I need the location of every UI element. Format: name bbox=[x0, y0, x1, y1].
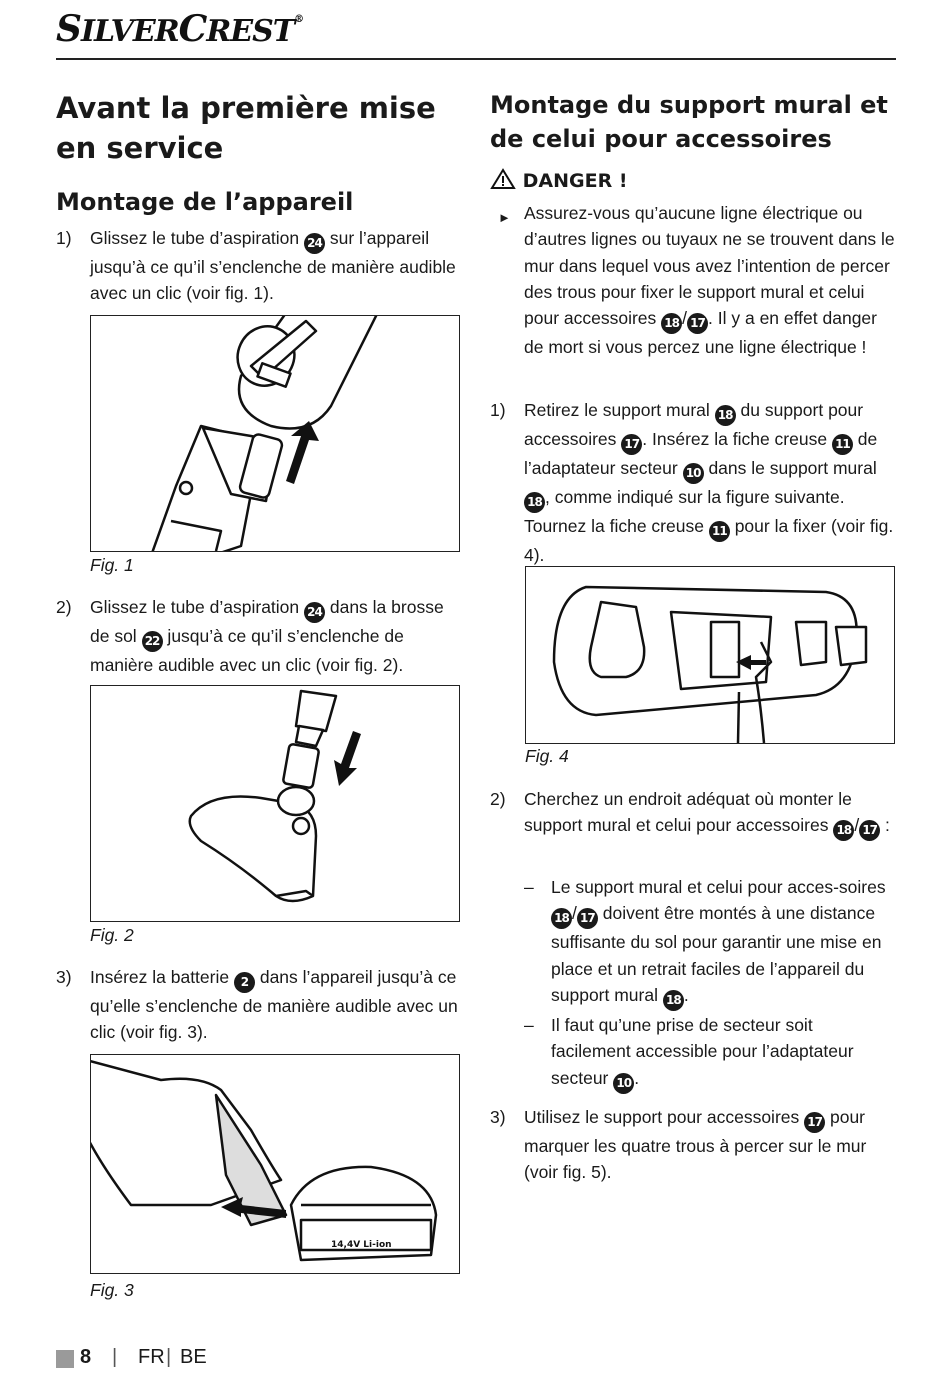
section-title-assembly: Montage de l’appareil bbox=[56, 188, 354, 216]
step-number: 2) bbox=[490, 789, 506, 809]
footer-lang-fr: FR bbox=[138, 1346, 165, 1368]
ref-marker: 2 bbox=[233, 972, 255, 993]
dash-bullet: – bbox=[524, 1015, 534, 1035]
ref-marker: 17 bbox=[687, 313, 709, 335]
sub-item-text: Le support mural et celui pour acces-soi… bbox=[551, 874, 891, 1011]
dash-bullet: – bbox=[524, 877, 534, 897]
footer-separator: | bbox=[112, 1346, 118, 1368]
ref-marker: 11 bbox=[708, 521, 730, 542]
warning-text: Assurez-vous qu’aucune ligne électrique … bbox=[524, 203, 895, 358]
ref-marker: 24 bbox=[304, 602, 325, 623]
figure-1 bbox=[90, 315, 460, 552]
step-3-right: 3) Utilisez le support pour accessoires … bbox=[490, 1104, 900, 1186]
fig2-illustration bbox=[188, 689, 361, 903]
step-text: Retirez le support mural 18 du support p… bbox=[524, 400, 894, 565]
figure-2-caption: Fig. 2 bbox=[90, 925, 134, 945]
ref-marker: 18 bbox=[551, 908, 572, 930]
step-number: 3) bbox=[56, 967, 72, 987]
figure-1-caption: Fig. 1 bbox=[90, 555, 134, 575]
ref-marker: 17 bbox=[621, 434, 643, 455]
ref-marker: 18 bbox=[714, 405, 736, 426]
ref-marker: 18 bbox=[662, 989, 684, 1011]
ref-marker: 17 bbox=[576, 908, 598, 930]
step-3-left: 3) Insérez la batterie 2 dans l’appareil… bbox=[56, 964, 466, 1044]
figure-3: 14,4V Li-ion bbox=[90, 1054, 460, 1274]
fig3-illustration: 14,4V Li-ion bbox=[91, 1060, 438, 1262]
ref-marker: 18 bbox=[524, 492, 545, 513]
ref-marker: 17 bbox=[859, 820, 881, 842]
ref-marker: 10 bbox=[682, 463, 704, 484]
sub-item-text: Il faut qu’une prise de secteur soit fac… bbox=[551, 1012, 891, 1094]
bullet-arrow-icon: ► bbox=[498, 210, 511, 225]
figure-2 bbox=[90, 685, 460, 922]
figure-4 bbox=[525, 566, 895, 744]
header-rule bbox=[56, 58, 896, 60]
step-2-left: 2) Glissez le tube d’aspiration 24 dans … bbox=[56, 594, 466, 675]
ref-marker: 11 bbox=[831, 434, 853, 455]
step-text: Glissez le tube d’aspiration 24 dans la … bbox=[90, 597, 444, 675]
danger-label: DANGER ! bbox=[490, 168, 628, 192]
page-number: 8 bbox=[80, 1346, 92, 1368]
footer-separator: | bbox=[166, 1346, 172, 1368]
sub-item-1: – Le support mural et celui pour acces-s… bbox=[524, 874, 900, 1011]
ref-marker: 22 bbox=[141, 631, 163, 652]
step-number: 2) bbox=[56, 597, 72, 617]
step-text: Glissez le tube d’aspiration 24 sur l’ap… bbox=[90, 228, 456, 304]
fig1-illustration bbox=[151, 316, 378, 551]
fig4-illustration bbox=[552, 585, 868, 743]
ref-marker: 18 bbox=[661, 313, 683, 335]
step-number: 1) bbox=[56, 228, 72, 248]
footer-square-icon bbox=[56, 1350, 74, 1368]
step-number: 1) bbox=[490, 400, 506, 420]
ref-marker: 17 bbox=[804, 1112, 826, 1133]
ref-marker: 10 bbox=[613, 1072, 635, 1094]
step-text: Cherchez un endroit adéquat où monter le… bbox=[524, 786, 894, 842]
section-title-wall-mount: Montage du support mural et de celui pou… bbox=[490, 91, 888, 153]
danger-warning: ► Assurez-vous qu’aucune ligne électriqu… bbox=[490, 200, 900, 385]
figure-4-caption: Fig. 4 bbox=[525, 746, 569, 766]
brand-logo: SILVERCREST® bbox=[56, 8, 304, 50]
ref-marker: 18 bbox=[833, 820, 855, 842]
warning-triangle-icon bbox=[490, 168, 516, 189]
battery-label: 14,4V Li-ion bbox=[331, 1240, 392, 1250]
step-number: 3) bbox=[490, 1107, 506, 1127]
ref-marker: 24 bbox=[304, 233, 325, 254]
step-text: Utilisez le support pour accessoires 17 … bbox=[524, 1107, 867, 1183]
step-text: Insérez la batterie 2 dans l’appareil ju… bbox=[90, 967, 458, 1043]
step-2-right: 2) Cherchez un endroit adéquat où monter… bbox=[490, 786, 900, 868]
figure-3-caption: Fig. 3 bbox=[90, 1280, 134, 1300]
page-title: Avant la première mise en service bbox=[56, 91, 436, 165]
step-1-left: 1) Glissez le tube d’aspiration 24 sur l… bbox=[56, 225, 466, 305]
footer-lang-be: BE bbox=[180, 1346, 207, 1368]
step-1-right: 1) Retirez le support mural 18 du suppor… bbox=[490, 397, 900, 565]
sub-item-2: – Il faut qu’une prise de secteur soit f… bbox=[524, 1012, 900, 1094]
